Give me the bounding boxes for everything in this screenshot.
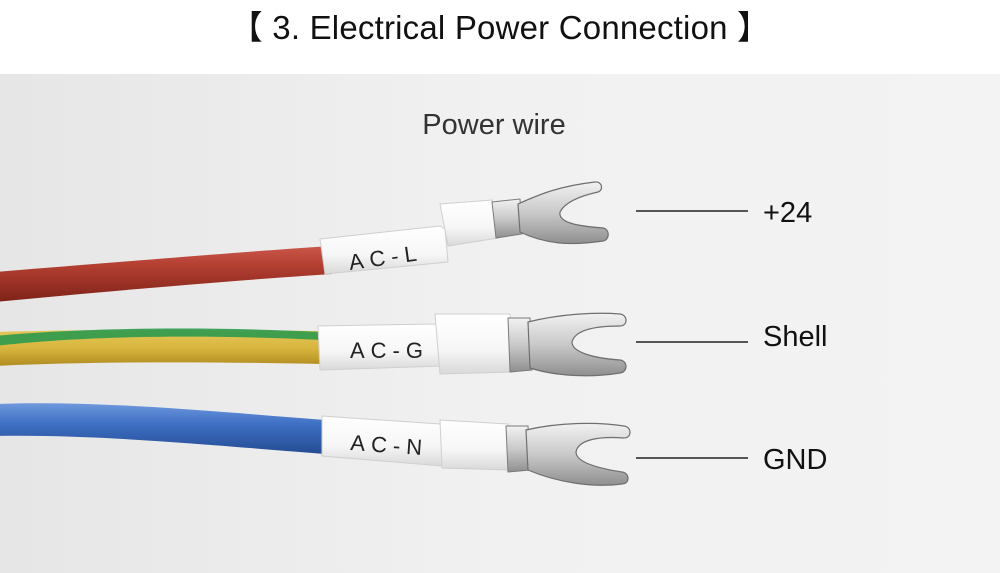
blue-wire-insulation [0,403,325,454]
spade-terminal-icon [507,312,627,377]
green-stripe [0,328,322,346]
photo-caption: Power wire [422,109,565,141]
red-wire-insulation [0,246,332,302]
ac-g-terminal-label: Shell [763,321,828,353]
wire-ac-n: AC-N GND [0,403,827,486]
wire-ac-g: AC-G Shell [0,312,828,377]
spade-terminal-icon [505,422,631,486]
wire-ac-l: AC-L +24 [0,181,812,302]
page-title: 【 3. Electrical Power Connection 】 [229,9,771,46]
ac-n-terminal-label: GND [763,444,827,476]
ac-n-sleeve-label: AC-N [350,430,429,460]
ac-g-sleeve-label: AC-G [350,338,429,363]
ac-l-terminal-label: +24 [763,197,812,229]
spade-terminal-icon [491,181,609,245]
ac-l-sleeve [319,225,449,275]
power-wire-photo: Power wire AC-L +24 [0,74,1000,573]
